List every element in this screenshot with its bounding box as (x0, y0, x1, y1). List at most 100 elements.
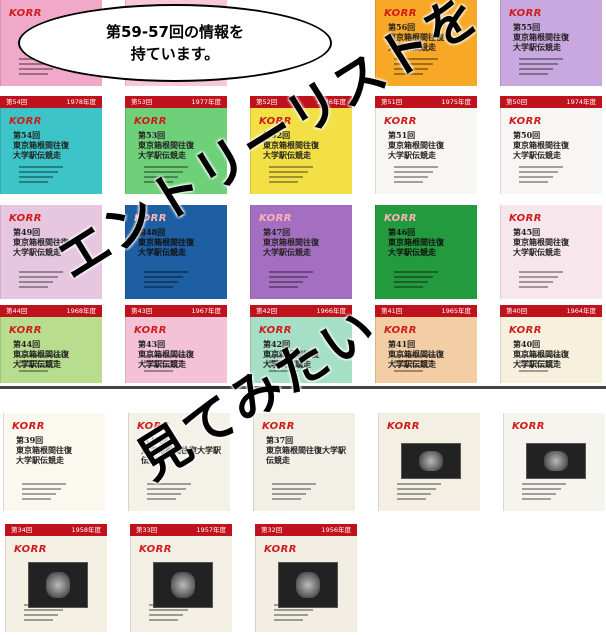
cover-card[interactable]: KORR 第37回 東京箱根間往復大学駅伝競走 (253, 413, 355, 511)
edition-label: 第44回 (6, 307, 28, 315)
year-label: 1968年度 (66, 307, 96, 315)
korr-logo-icon: KORR (134, 213, 168, 224)
cover-card[interactable]: KORR (378, 413, 480, 511)
korr-logo-icon: KORR (264, 544, 298, 555)
cover-fine-print (394, 355, 457, 375)
edition-label: 第50回 (506, 98, 528, 106)
year-label: 1978年度 (66, 98, 96, 106)
cover-title: 第37回 東京箱根間往復大学駅伝競走 (266, 435, 346, 465)
cover-fine-print (19, 166, 82, 186)
cover-card[interactable]: KORR 第47回 東京箱根間往復 大学駅伝競走 (250, 205, 352, 299)
cover-fine-print (19, 271, 82, 291)
cover-card[interactable]: 第32回 1956年度 KORR (255, 524, 357, 632)
cover-title: 第42回 東京箱根間往復 大学駅伝競走 (263, 339, 319, 369)
korr-logo-icon: KORR (14, 544, 48, 555)
cover-title: 第38回 東京箱根間往復大学駅伝競走 (141, 435, 221, 465)
cover-title: 第49回 東京箱根間往復 大学駅伝競走 (13, 227, 69, 257)
edition-label: 第32回 (261, 526, 283, 534)
cover-card[interactable]: 第54回 1978年度 KORR 第54回 東京箱根間往復 大学駅伝競走 (0, 96, 102, 194)
cover-fine-print (269, 271, 332, 291)
edition-label: 第34回 (11, 526, 33, 534)
cover-image: KORR 第44回 東京箱根間往復 大学駅伝競走 (0, 317, 102, 383)
cover-fine-print (19, 355, 82, 375)
cover-title: 第44回 東京箱根間往復 大学駅伝競走 (13, 339, 69, 369)
cover-title: 第41回 東京箱根間往復 大学駅伝競走 (388, 339, 444, 369)
korr-logo-icon: KORR (262, 421, 296, 432)
korr-logo-icon: KORR (509, 325, 543, 336)
cover-image: KORR (5, 536, 107, 632)
cover-image: KORR 第37回 東京箱根間往復大学駅伝競走 (253, 413, 355, 511)
year-label: 1975年度 (441, 98, 471, 106)
cover-photo (526, 443, 586, 479)
year-label: 1956年度 (321, 526, 351, 534)
cover-header-banner: 第44回 1968年度 (0, 305, 102, 317)
korr-logo-icon: KORR (512, 421, 546, 432)
cover-fine-print (519, 166, 582, 186)
korr-logo-icon: KORR (134, 325, 168, 336)
edition-label: 第41回 (381, 307, 403, 315)
cover-card[interactable]: 第44回 1968年度 KORR 第44回 東京箱根間往復 大学駅伝競走 (0, 305, 102, 383)
cover-fine-print (22, 483, 85, 503)
year-label: 1977年度 (191, 98, 221, 106)
korr-logo-icon: KORR (9, 325, 43, 336)
korr-logo-icon: KORR (259, 213, 293, 224)
cover-card[interactable]: KORR (503, 413, 605, 511)
year-label: 1957年度 (196, 526, 226, 534)
edition-label: 第42回 (256, 307, 278, 315)
cover-fine-print (394, 271, 457, 291)
cover-title: 第55回 東京箱根間往復 大学駅伝競走 (513, 22, 569, 52)
korr-logo-icon: KORR (259, 116, 293, 127)
bubble-line-1: 第59-57回の情報を (106, 23, 244, 41)
cover-title: 第47回 東京箱根間往復 大学駅伝競走 (263, 227, 319, 257)
cover-fine-print (522, 483, 585, 503)
korr-logo-icon: KORR (9, 116, 43, 127)
korr-logo-icon: KORR (384, 325, 418, 336)
cover-image: KORR 第41回 東京箱根間往復 大学駅伝競走 (375, 317, 477, 383)
cover-header-banner: 第32回 1956年度 (255, 524, 357, 536)
cover-title: 第56回 東京箱根間往復 大学駅伝競走 (388, 22, 444, 52)
cover-image: KORR 第54回 東京箱根間往復 大学駅伝競走 (0, 108, 102, 194)
cover-title: 第54回 東京箱根間往復 大学駅伝競走 (13, 130, 69, 160)
cover-title: 第39回 東京箱根間往復 大学駅伝競走 (16, 435, 72, 465)
cover-fine-print (144, 271, 207, 291)
year-label: 1964年度 (566, 307, 596, 315)
korr-logo-icon: KORR (259, 325, 293, 336)
edition-label: 第54回 (6, 98, 28, 106)
cover-title: 第45回 東京箱根間往復 大学駅伝競走 (513, 227, 569, 257)
cover-fine-print (394, 166, 457, 186)
cover-image: KORR (378, 413, 480, 511)
year-label: 1976年度 (316, 98, 346, 106)
korr-logo-icon: KORR (9, 8, 43, 19)
cover-fine-print (272, 483, 335, 503)
bubble-line-2: 持ています。 (130, 45, 220, 63)
